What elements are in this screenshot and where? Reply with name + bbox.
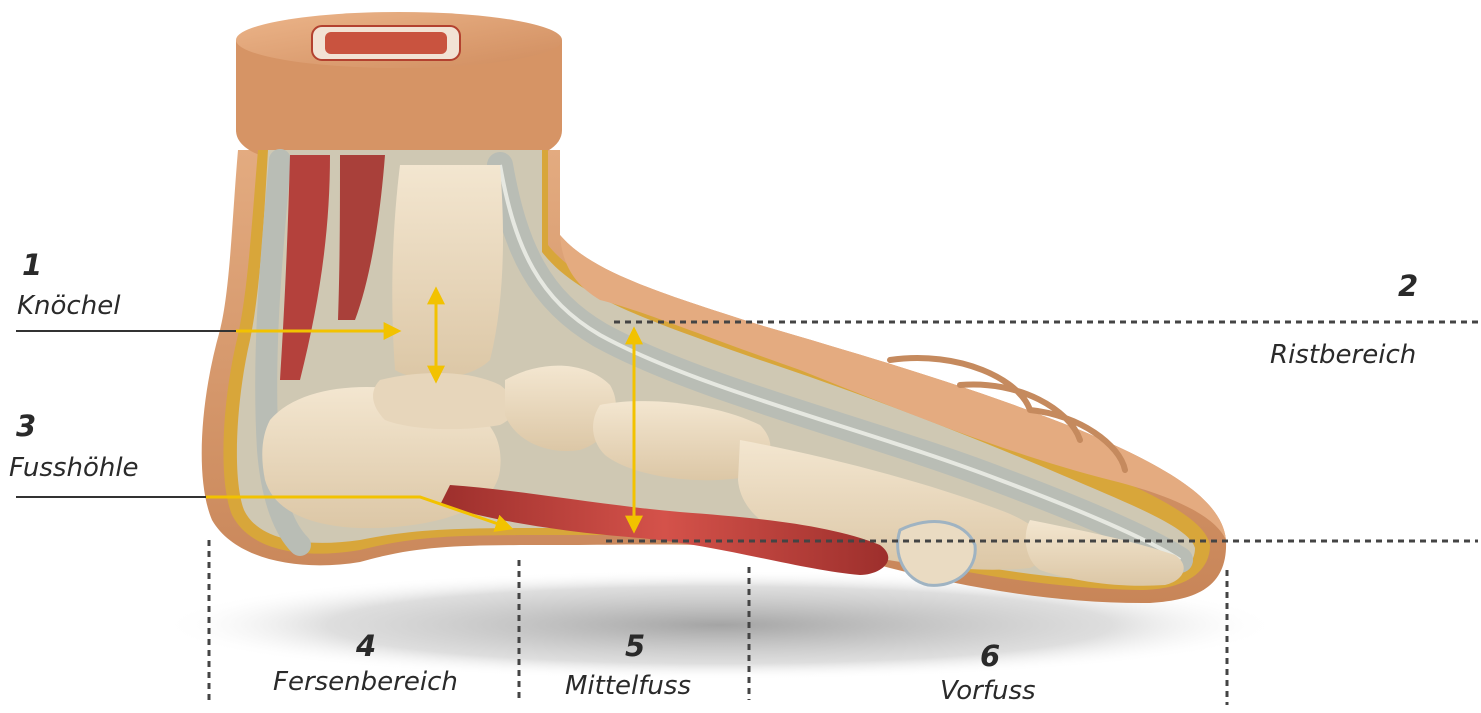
label-number-fusshoehle: 3 (16, 409, 36, 443)
tibia-bone (392, 165, 503, 379)
label-number-ristbereich: 2 (1398, 269, 1418, 303)
label-number-knoechel: 1 (22, 248, 42, 282)
label-name-vorfuss: Vorfuss (940, 676, 1036, 706)
label-name-knoechel: Knöchel (17, 291, 120, 321)
label-name-ristbereich: Ristbereich (1270, 340, 1416, 370)
label-name-fersenbereich: Fersenbereich (273, 667, 458, 697)
label-number-vorfuss: 6 (980, 639, 1000, 673)
label-name-fusshoehle: Fusshöhle (9, 453, 139, 483)
label-number-fersenbereich: 4 (356, 629, 376, 663)
label-name-mittelfuss: Mittelfuss (565, 671, 691, 701)
label-number-mittelfuss: 5 (625, 629, 645, 663)
metatarsal-joint (898, 522, 976, 586)
model-logo (312, 26, 460, 60)
